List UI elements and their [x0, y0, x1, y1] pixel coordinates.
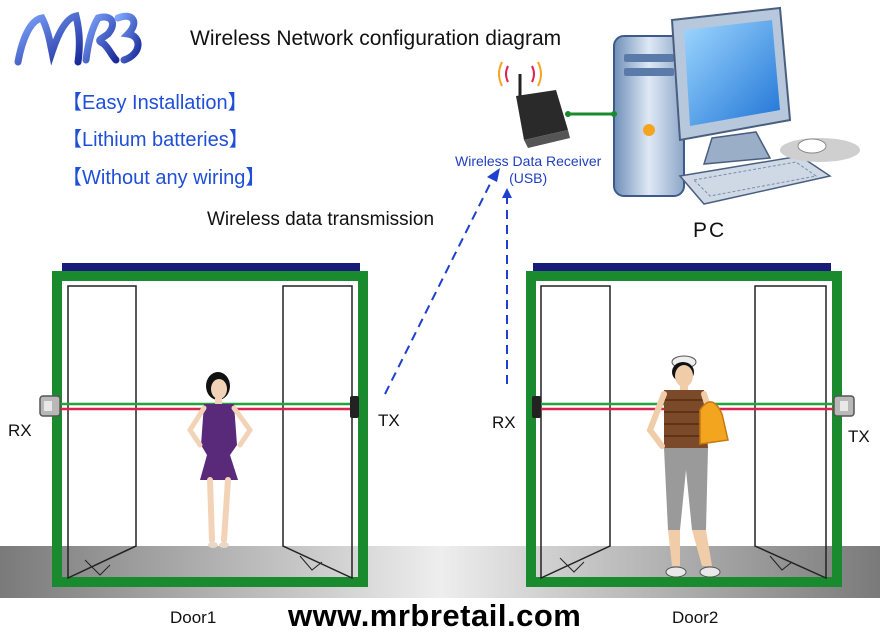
- wireless-signal-arrows: [384, 168, 512, 395]
- transmission-label: Wireless data transmission: [207, 209, 435, 230]
- pc-label: PC: [693, 219, 727, 242]
- door2: [526, 263, 855, 587]
- receiver-label: Wireless Data Receiver (USB): [455, 153, 601, 187]
- feature-without-wiring: 【Without any wiring】: [62, 161, 265, 190]
- feature-text: Lithium batteries: [82, 129, 229, 151]
- door1: [39, 263, 368, 587]
- feature-bracket-close: 】: [228, 129, 249, 151]
- receiver-label-line1: Wireless Data Receiver: [455, 153, 602, 169]
- door1-tx-label: TX: [378, 411, 400, 430]
- door2-label: Door2: [672, 608, 719, 627]
- door2-tx-label: TX: [848, 427, 870, 446]
- feature-text: Without any wiring: [82, 167, 246, 189]
- woman-figure-icon: [187, 372, 254, 548]
- feature-bracket-open: 【: [62, 129, 82, 151]
- feature-bracket-open: 【: [62, 167, 82, 189]
- website-url: www.mrbretail.com: [288, 598, 582, 633]
- feature-easy-installation: 【Easy Installation】: [62, 86, 248, 115]
- feature-lithium-batteries: 【Lithium batteries】: [62, 123, 249, 152]
- tx-sensor-icon: [350, 396, 359, 418]
- mrb-logo-icon: [14, 11, 142, 66]
- feature-text: Easy Installation: [82, 92, 228, 114]
- feature-bracket-close: 】: [245, 167, 266, 189]
- door2-rx-label: RX: [492, 413, 516, 432]
- tx-sensor-icon: [833, 395, 855, 417]
- rx-sensor-icon: [39, 395, 61, 417]
- receiver-label-line2: (USB): [509, 170, 548, 186]
- door1-rx-label: RX: [8, 421, 32, 440]
- feature-bracket-close: 】: [227, 92, 248, 114]
- feature-bracket-open: 【: [62, 92, 82, 114]
- man-figure-icon: [646, 355, 729, 578]
- door1-label: Door1: [170, 608, 217, 627]
- diagram-title: Wireless Network configuration diagram: [190, 27, 562, 50]
- rx-sensor-icon: [532, 396, 541, 418]
- wireless-receiver-icon: [498, 61, 617, 148]
- pc-computer-icon: [613, 6, 860, 205]
- floor: [0, 546, 880, 598]
